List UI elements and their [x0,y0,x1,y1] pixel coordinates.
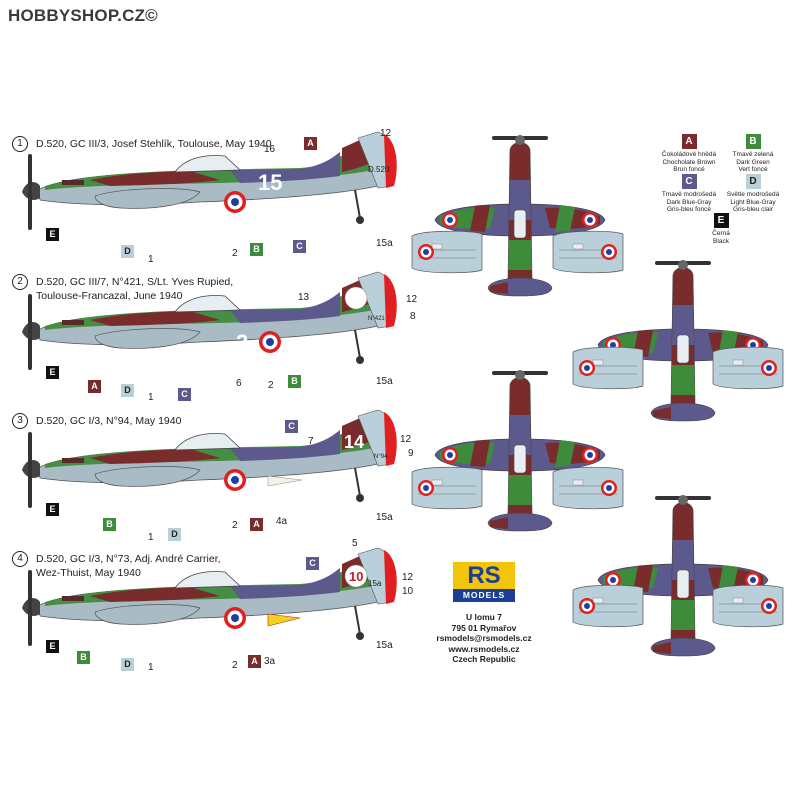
callout: 15a [376,376,393,387]
logo-mark: RS [453,562,515,589]
profile-4-drawing: 10 15a [21,547,398,647]
callout: 3a [264,656,276,667]
top-view-4 [598,495,768,656]
color-marker-C: C [178,388,191,401]
fuselage-code: 2 [236,330,248,355]
callout: 16 [264,144,276,155]
company-address: U lomu 7 795 01 Rymařov rsmodels@rsmodel… [436,612,532,664]
squadron-badge [344,286,368,310]
color-marker-A: A [88,380,101,393]
profile-number: 3 [12,413,28,429]
callout: 12 [400,434,412,445]
color-marker-E: E [46,366,59,379]
logo-sub: MODELS [453,589,515,602]
under-wing-3-left [411,466,483,510]
callout: 1 [148,662,154,673]
callout: 2 [268,380,274,391]
under-wing-2-left [572,346,644,390]
svg-text:N°94: N°94 [374,454,388,460]
callout: 2 [232,520,238,531]
color-marker-D: D [168,528,181,541]
callout: 10 [402,586,414,597]
color-marker-E: E [46,503,59,516]
color-marker-D: D [121,658,134,671]
callout: 6 [236,378,242,389]
callout: 12 [380,128,392,139]
callout: 1 [148,532,154,543]
color-marker-C: C [285,420,298,433]
callout: 5 [352,538,358,549]
color-marker-C: C [293,240,306,253]
profile-3-drawing: 14 N°94 [21,409,398,509]
fuselage-code: 10 [349,569,363,584]
under-wing-4-right [712,584,784,628]
profile-2-drawing: 2 N°421 [21,271,398,371]
color-marker-C: C [306,557,319,570]
color-marker-B: B [288,375,301,388]
callout: 7 [308,436,314,447]
svg-text:D.520: D.520 [368,165,390,174]
callout: 1 [148,392,154,403]
under-wing-1-left [411,230,483,274]
squadron-badge [267,613,301,627]
watermark: HOBBYSHOP.CZ© [8,6,158,25]
under-wing-2-right [712,346,784,390]
fuselage-code: 15 [258,170,282,195]
color-marker-B: B [103,518,116,531]
color-marker-E: E [46,640,59,653]
callout: 12 [402,572,414,583]
callout: 15a [376,640,393,651]
color-marker-E: E [46,228,59,241]
svg-text:15a: 15a [368,579,382,588]
color-marker-B: B [77,651,90,664]
color-marker-D: D [121,245,134,258]
callout: 13 [298,292,310,303]
callout: 12 [406,294,418,305]
color-marker-A: A [304,137,317,150]
profile-1-drawing: 15 D.520 [21,131,398,231]
color-marker-B: B [250,243,263,256]
rs-models-logo: RS MODELS [453,562,515,604]
under-wing-4-left [572,584,644,628]
callout: 4a [276,516,288,527]
color-marker-A: A [248,655,261,668]
under-wing-3-right [552,466,624,510]
callout: 8 [410,311,416,322]
top-view-2 [598,260,768,421]
callout: 2 [232,248,238,259]
callout: 2 [232,660,238,671]
callout: 9 [408,448,414,459]
callout: 15a [376,238,393,249]
callout: 1 [148,254,154,265]
fuselage-code: 14 [344,432,364,452]
callout: 15a [376,512,393,523]
under-wing-1-right [552,230,624,274]
color-marker-A: A [250,518,263,531]
svg-text:N°421: N°421 [368,316,385,322]
color-marker-D: D [121,384,134,397]
squadron-badge [267,475,303,487]
profile-number: 1 [12,136,28,152]
